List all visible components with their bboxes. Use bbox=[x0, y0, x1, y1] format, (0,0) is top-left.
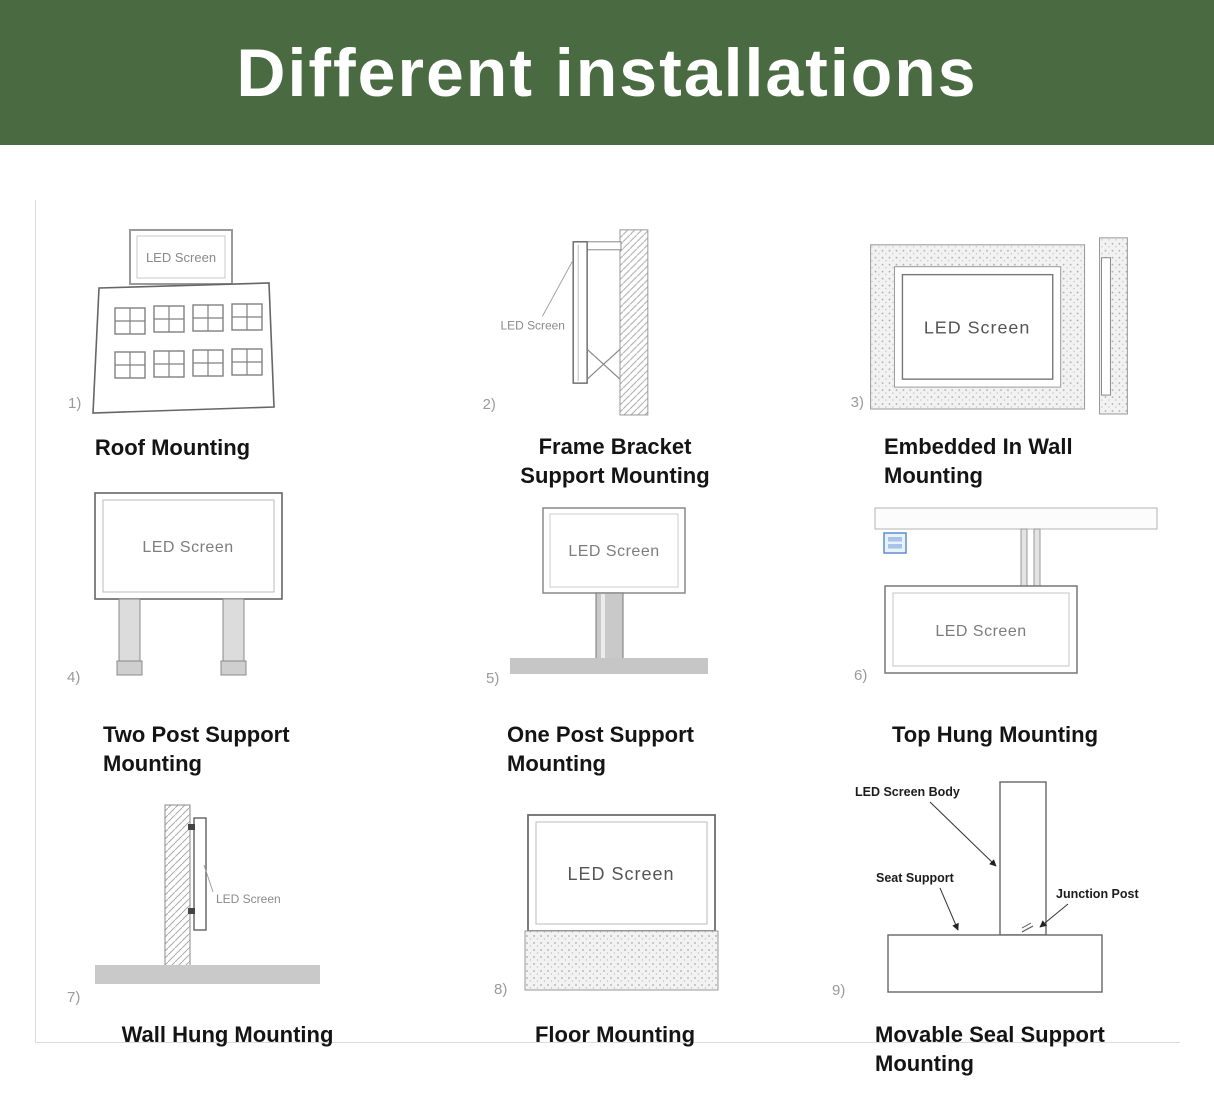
screen-label: LED Screen bbox=[924, 317, 1030, 337]
wall-hung-diagram: LED Screen 7) bbox=[67, 804, 320, 1006]
top-hung-diagram: LED Screen 6) bbox=[854, 507, 1158, 684]
figure-number: 4) bbox=[67, 669, 80, 686]
caption-roof-mounting: Roof Mounting bbox=[35, 433, 420, 462]
cell-two-post-mounting: LED Screen 4) Two Post Support Mounting bbox=[35, 490, 420, 780]
figure-number: 5) bbox=[486, 670, 499, 687]
bottom-border-line bbox=[35, 1042, 1180, 1043]
figure-number: 6) bbox=[854, 667, 867, 684]
floor-mounting-diagram: LED Screen 8) bbox=[494, 814, 719, 998]
caption-movable-seal: Movable Seal Support Mounting bbox=[810, 1020, 1180, 1078]
figure-number: 2) bbox=[483, 396, 496, 413]
caption-line: Floor Mounting bbox=[534, 1022, 696, 1047]
caption-top-hung: Top Hung Mounting bbox=[810, 720, 1180, 749]
blue-fixture-icon bbox=[883, 532, 907, 554]
screen-label: LED Screen bbox=[142, 539, 233, 556]
cell-floor-mounting: LED Screen 8) Floor Mounting bbox=[420, 780, 810, 1078]
caption-line: Support Mounting bbox=[520, 462, 710, 488]
caption-two-post: Two Post Support Mounting bbox=[35, 720, 420, 778]
caption-line: Mounting bbox=[507, 751, 606, 777]
embedded-wall-diagram: LED Screen 3) bbox=[851, 237, 1128, 415]
installations-grid: LED Screen 1) Roof Mounting bbox=[35, 200, 1180, 1078]
caption-line: One Post Support bbox=[507, 722, 694, 747]
caption-line: Mounting bbox=[884, 462, 983, 488]
figure-number: 9) bbox=[832, 982, 845, 999]
caption-frame-bracket: Frame Bracket Support Mounting bbox=[420, 432, 810, 490]
screen-label: LED Screen bbox=[501, 318, 565, 332]
figure-number: 1) bbox=[68, 395, 81, 412]
figure-number: 3) bbox=[851, 394, 864, 411]
left-border-line bbox=[35, 200, 36, 1042]
cell-top-hung-mounting: LED Screen 6) Top Hung Mounting bbox=[810, 490, 1180, 780]
frame-bracket-diagram: LED Screen 2) bbox=[483, 229, 649, 416]
screen-label: LED Screen bbox=[568, 543, 659, 560]
caption-line: Two Post Support bbox=[103, 722, 290, 747]
caption-line: Frame Bracket bbox=[538, 433, 692, 459]
two-post-diagram: LED Screen 4) bbox=[67, 492, 283, 686]
caption-line: Mounting bbox=[875, 1051, 974, 1077]
screen-label: LED Screen bbox=[567, 864, 674, 884]
caption-line: Wall Hung Mounting bbox=[121, 1022, 334, 1047]
figure-number: 8) bbox=[494, 981, 507, 998]
caption-line: Movable Seal Support bbox=[875, 1022, 1105, 1047]
junction-post-label: Junction Post bbox=[1056, 887, 1139, 901]
cell-frame-bracket-mounting: LED Screen 2) Frame Bracket Support Moun… bbox=[420, 200, 810, 490]
screen-label: LED Screen bbox=[935, 623, 1026, 640]
led-screen-body-label: LED Screen Body bbox=[855, 785, 960, 799]
caption-line: Mounting bbox=[103, 751, 202, 777]
header-banner: Different installations bbox=[0, 0, 1214, 145]
cell-wall-hung-mounting: LED Screen 7) Wall Hung Mounting bbox=[35, 780, 420, 1078]
movable-seal-diagram: LED Screen Body Seat Support Junction Po… bbox=[832, 781, 1139, 999]
cell-movable-seal-mounting: LED Screen Body Seat Support Junction Po… bbox=[810, 780, 1180, 1078]
caption-line: Top Hung Mounting bbox=[891, 722, 1099, 747]
cell-roof-mounting: LED Screen 1) Roof Mounting bbox=[35, 200, 420, 490]
caption-line: Embedded In Wall bbox=[884, 433, 1073, 459]
caption-line: Roof Mounting bbox=[94, 435, 251, 460]
cell-one-post-mounting: LED Screen 5) One Post Support Mounting bbox=[420, 490, 810, 780]
caption-wall-hung: Wall Hung Mounting bbox=[35, 1020, 420, 1049]
screen-label: LED Screen bbox=[146, 250, 216, 265]
figure-number: 7) bbox=[67, 989, 80, 1006]
caption-floor-mounting: Floor Mounting bbox=[420, 1020, 810, 1049]
roof-mounting-diagram: LED Screen 1) bbox=[68, 229, 275, 414]
screen-label: LED Screen bbox=[216, 892, 281, 906]
page-title: Different installations bbox=[236, 34, 978, 111]
caption-one-post: One Post Support Mounting bbox=[420, 720, 810, 778]
caption-embedded-wall: Embedded In Wall Mounting bbox=[810, 432, 1180, 490]
seat-support-label: Seat Support bbox=[876, 871, 955, 885]
cell-embedded-wall-mounting: LED Screen 3) Embedded In Wall Mounting bbox=[810, 200, 1180, 490]
one-post-diagram: LED Screen 5) bbox=[486, 507, 708, 687]
